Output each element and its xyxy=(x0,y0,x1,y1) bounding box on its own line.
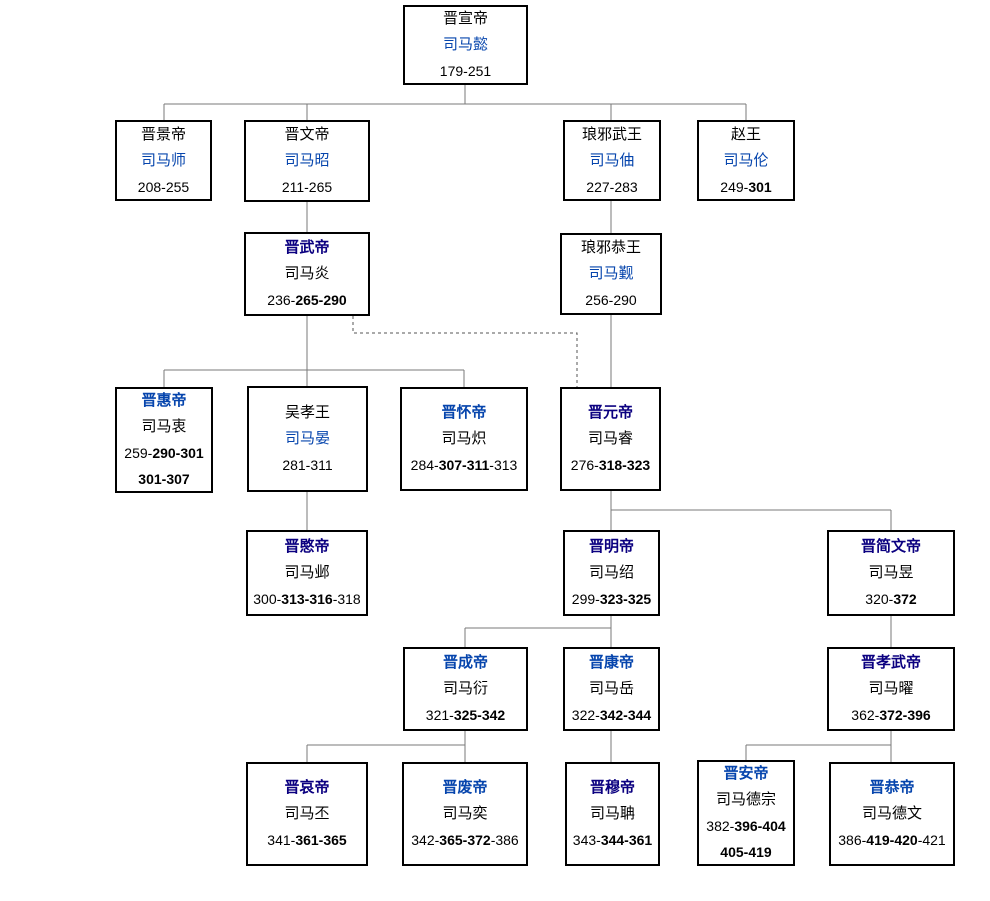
node-title-link[interactable]: 晋惠帝 xyxy=(141,392,187,409)
node-title: 晋宣帝 xyxy=(442,10,488,27)
node-dates: 236-265-290 xyxy=(267,292,347,308)
node-dates: 276-318-323 xyxy=(570,457,651,473)
node-jin-kangdi: 晋康帝 司马岳 322-342-344 xyxy=(563,647,660,731)
node-dates: 321-325-342 xyxy=(425,707,506,723)
node-name: 司马绍 xyxy=(588,564,634,581)
node-dates: 281-311 xyxy=(282,457,333,473)
node-jin-mindi: 晋愍帝 司马邺 300-313-316-318 xyxy=(246,530,368,616)
node-title-link[interactable]: 晋怀帝 xyxy=(441,404,487,421)
node-name: 司马衷 xyxy=(141,418,187,435)
node-title-link[interactable]: 晋武帝 xyxy=(284,239,330,256)
node-title-link[interactable]: 晋简文帝 xyxy=(860,538,921,555)
node-name-link[interactable]: 司马师 xyxy=(140,151,186,169)
node-jin-mudi: 晋穆帝 司马聃 343-344-361 xyxy=(565,762,660,866)
node-title-link[interactable]: 晋穆帝 xyxy=(589,779,635,796)
node-jin-chengdi: 晋成帝 司马衍 321-325-342 xyxy=(403,647,528,731)
node-jin-xuandi: 晋宣帝 司马懿 179-251 xyxy=(403,5,528,85)
node-dates: 341-361-365 xyxy=(267,832,347,848)
node-title-link[interactable]: 晋恭帝 xyxy=(869,779,915,796)
node-name: 司马衍 xyxy=(442,680,488,697)
node-title-link[interactable]: 晋康帝 xyxy=(588,654,634,671)
node-name: 司马炽 xyxy=(441,430,487,447)
node-jin-xiaowudi: 晋孝武帝 司马曜 362-372-396 xyxy=(827,647,955,731)
node-title-link[interactable]: 晋明帝 xyxy=(588,538,634,555)
node-title-link[interactable]: 晋安帝 xyxy=(723,765,769,782)
node-title: 赵王 xyxy=(730,125,761,143)
node-zhao-wang: 赵王 司马伦 249-301 xyxy=(697,120,795,201)
node-dates: 300-313-316-318 xyxy=(253,591,361,607)
node-title-link[interactable]: 晋成帝 xyxy=(442,654,488,671)
node-title-link[interactable]: 晋哀帝 xyxy=(284,779,330,796)
node-title: 吴孝王 xyxy=(284,404,330,421)
node-name: 司马曜 xyxy=(868,680,914,697)
node-dates: 249-301 xyxy=(720,178,772,195)
node-title: 琅邪武王 xyxy=(581,125,642,143)
node-name-link[interactable]: 司马觐 xyxy=(588,265,634,282)
node-jin-wendi: 晋文帝 司马昭 211-265 xyxy=(244,120,370,202)
node-title-link[interactable]: 晋孝武帝 xyxy=(860,654,921,671)
node-jin-huaidi: 晋怀帝 司马炽 284-307-311-313 xyxy=(400,387,528,491)
node-name: 司马昱 xyxy=(868,564,914,581)
dashed-succession-line xyxy=(352,316,578,387)
node-dates: 322-342-344 xyxy=(571,707,652,723)
node-name-link[interactable]: 司马懿 xyxy=(442,36,488,53)
node-dates: 256-290 xyxy=(585,292,637,308)
node-dates: 343-344-361 xyxy=(572,832,653,848)
node-dates: 362-372-396 xyxy=(851,707,931,723)
node-wu-xiaowang: 吴孝王 司马晏 281-311 xyxy=(247,386,368,492)
node-jin-aidi: 晋哀帝 司马丕 341-361-365 xyxy=(246,762,368,866)
node-name: 司马聃 xyxy=(589,805,635,822)
node-jin-mingdi: 晋明帝 司马绍 299-323-325 xyxy=(563,530,660,616)
node-name: 司马奕 xyxy=(442,805,488,822)
node-name: 司马睿 xyxy=(587,430,633,447)
node-dates: 299-323-325 xyxy=(571,591,652,607)
node-title: 晋文帝 xyxy=(284,126,330,143)
node-name: 司马炎 xyxy=(284,265,330,282)
node-jin-yuandi: 晋元帝 司马睿 276-318-323 xyxy=(560,387,661,491)
node-dates: 208-255 xyxy=(137,178,190,195)
node-jin-wudi: 晋武帝 司马炎 236-265-290 xyxy=(244,232,370,316)
node-dates: 227-283 xyxy=(586,178,638,195)
node-title: 晋景帝 xyxy=(140,125,186,143)
node-title: 琅邪恭王 xyxy=(580,239,641,256)
node-dates: 284-307-311-313 xyxy=(410,457,518,473)
node-langye-wuwang: 琅邪武王 司马伷 227-283 xyxy=(563,120,661,201)
node-name-link[interactable]: 司马伦 xyxy=(723,151,769,169)
node-name: 司马德文 xyxy=(861,805,922,822)
node-dates: 211-265 xyxy=(281,179,333,195)
node-name: 司马丕 xyxy=(284,805,330,822)
node-title-link[interactable]: 晋废帝 xyxy=(442,779,488,796)
node-name: 司马邺 xyxy=(284,564,330,581)
node-jin-jianwendi: 晋简文帝 司马昱 320-372 xyxy=(827,530,955,616)
node-jin-gongdi: 晋恭帝 司马德文 386-419-420-421 xyxy=(829,762,955,866)
node-dates: 320-372 xyxy=(865,591,917,607)
solid-descent-lines xyxy=(163,85,892,762)
node-name-link[interactable]: 司马昭 xyxy=(284,152,330,169)
node-title-link[interactable]: 晋愍帝 xyxy=(284,538,330,555)
node-name: 司马德宗 xyxy=(715,791,776,808)
node-dates: 386-419-420-421 xyxy=(838,832,946,848)
node-name-link[interactable]: 司马晏 xyxy=(284,430,330,447)
node-jin-jingdi: 晋景帝 司马师 208-255 xyxy=(115,120,212,201)
node-jin-feidi: 晋废帝 司马奕 342-365-372-386 xyxy=(402,762,528,866)
node-name-link[interactable]: 司马伷 xyxy=(589,151,635,169)
node-name: 司马岳 xyxy=(588,680,634,697)
node-langye-gongwang: 琅邪恭王 司马觐 256-290 xyxy=(560,233,662,315)
node-dates: 179-251 xyxy=(439,63,492,79)
node-dates: 342-365-372-386 xyxy=(411,832,519,848)
node-title-link[interactable]: 晋元帝 xyxy=(587,404,633,421)
